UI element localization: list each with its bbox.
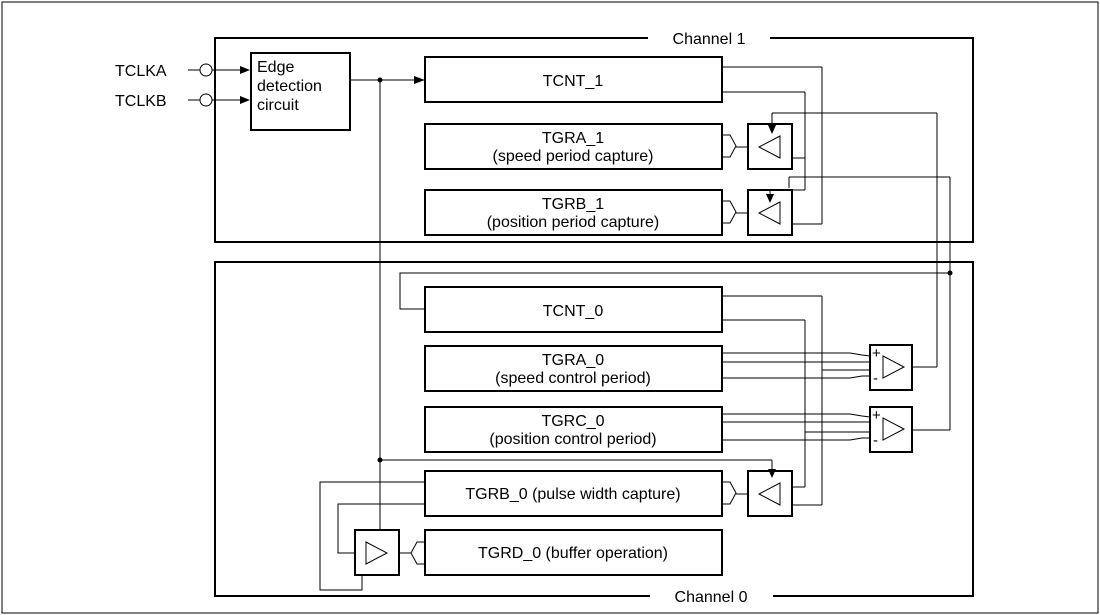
tcnt1-box: [424, 56, 723, 103]
tgrb1-name: TGRB_1: [542, 196, 604, 213]
tclkb-label: TCLKB: [115, 93, 167, 110]
tcnt0-loop-wire: [399, 270, 953, 310]
channel1-label: Channel 1: [673, 31, 746, 48]
tgrb0-label: TGRB_0 (pulse width capture): [465, 486, 680, 503]
compare-feedback-wires: [768, 112, 951, 431]
channel0-frame: [214, 261, 974, 597]
edge-line3: circuit: [257, 97, 299, 114]
tgrb1-box: [424, 189, 723, 236]
comparator-c: + -: [722, 406, 913, 453]
tgrb0-capture-gate: [722, 469, 793, 517]
edge-line2: detection: [257, 78, 322, 95]
tcnt1-label: TCNT_1: [543, 73, 604, 90]
edge-detection-box: [250, 52, 351, 131]
comparator-a: + -: [722, 344, 913, 391]
tgrb1-capture-gate: [722, 189, 793, 236]
tclka-input: [188, 63, 250, 77]
tgrc0-box: [424, 406, 723, 453]
comparator-a-plus: +: [872, 345, 881, 362]
edge-line1: Edge: [257, 59, 294, 76]
comparator-c-minus: -: [873, 432, 878, 449]
tgrb1-desc: (position period capture): [487, 214, 660, 231]
tgra1-desc: (speed period capture): [493, 148, 654, 165]
tgrc0-name: TGRC_0: [541, 413, 604, 430]
comparator-a-minus: -: [873, 370, 878, 387]
tcnt0-output-wires: [722, 295, 823, 506]
channel1-frame: [214, 37, 974, 243]
tgrb0-box: [424, 470, 723, 517]
tgra0-desc: (speed control period): [495, 370, 651, 387]
tgrb0-loop-wires: [319, 481, 425, 591]
tgrd0-box: [424, 529, 723, 576]
edge-output-wire: [350, 76, 773, 572]
tgrd0-buffer-gate: [354, 529, 425, 576]
tgra1-name: TGRA_1: [542, 130, 604, 147]
tgra0-name: TGRA_0: [542, 352, 604, 369]
tgrd0-label: TGRD_0 (buffer operation): [478, 545, 668, 562]
tclkb-input: [188, 93, 250, 107]
tgra1-capture-gate: [722, 123, 793, 170]
comparator-c-plus: +: [872, 407, 881, 424]
tclka-label: TCLKA: [115, 63, 167, 80]
tcnt1-output-wires: [722, 66, 823, 225]
tgra1-box: [424, 123, 723, 170]
tgrc0-desc: (position control period): [489, 431, 656, 448]
channel0-label: Channel 0: [675, 589, 748, 606]
tgra0-box: [424, 345, 723, 392]
tcnt0-label: TCNT_0: [543, 303, 604, 320]
